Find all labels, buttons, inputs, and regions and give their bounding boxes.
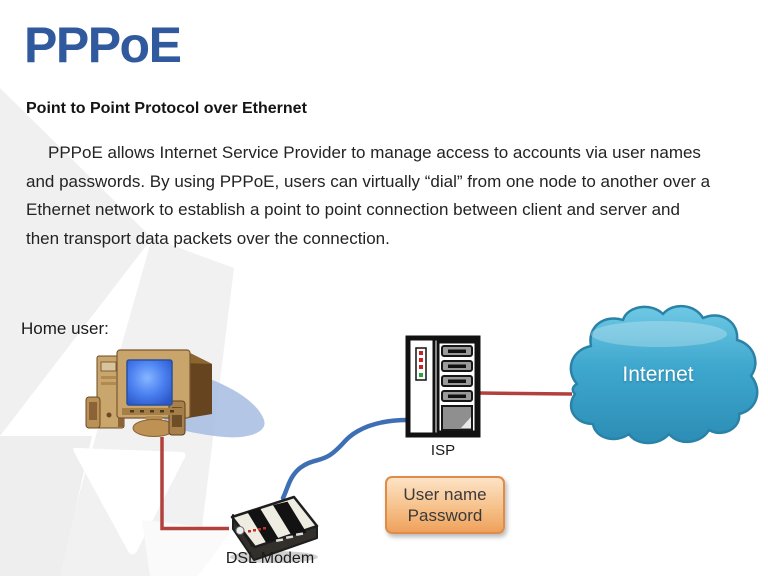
credentials-box: User name Password	[385, 476, 505, 534]
dsl-modem-icon	[230, 495, 319, 563]
body-paragraph: PPPoE allows Internet Service Provider t…	[26, 139, 710, 253]
internet-label: Internet	[622, 363, 694, 386]
isp-label: ISP	[430, 442, 456, 459]
dsl-modem-label: DSL Modem	[225, 550, 315, 567]
paragraph-line: Ethernet network to establish a point to…	[26, 200, 680, 219]
credentials-password: Password	[407, 506, 483, 525]
isp-server-icon	[405, 335, 481, 438]
cable-computer-to-modem-red	[160, 437, 229, 531]
desktop-computer-icon	[85, 349, 265, 438]
slide-title: PPPoE	[24, 17, 182, 73]
credentials-username: User name	[403, 485, 487, 504]
home-user-label: Home user:	[21, 319, 109, 338]
slide-subtitle: Point to Point Protocol over Ethernet	[26, 100, 307, 117]
paragraph-line: PPPoE allows Internet Service Provider t…	[48, 143, 701, 162]
internet-cloud-shape	[569, 305, 759, 445]
cable-modem-to-isp-blue	[280, 417, 411, 501]
paragraph-line: and passwords. By using PPPoE, users can…	[26, 171, 711, 191]
cable-isp-to-internet-red	[477, 391, 573, 396]
paragraph-line: then transport data packets over the con…	[26, 228, 390, 248]
